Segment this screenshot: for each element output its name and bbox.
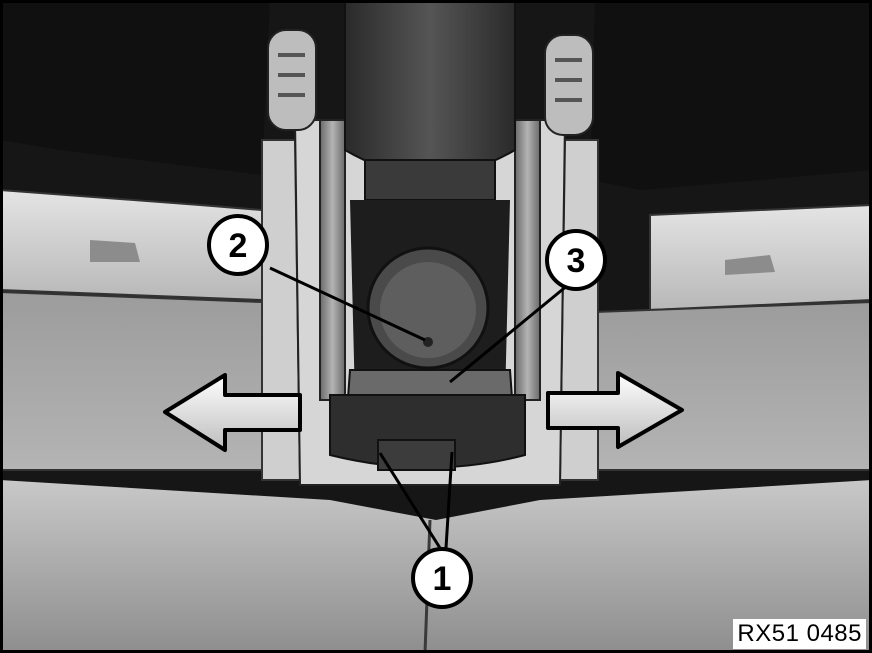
callout-2: 2: [207, 214, 269, 276]
arrow-left-icon: [163, 373, 302, 452]
callout-label-1: 1: [433, 560, 452, 598]
callout-label-2: 2: [229, 227, 248, 265]
round-cover-cap-inner: [380, 262, 476, 358]
leader-line-1a: [378, 452, 442, 549]
right-trim-notch: [725, 255, 775, 275]
console-inner-right-wall: [514, 119, 541, 401]
callout-1: 1: [411, 547, 473, 609]
leader-line-3: [449, 283, 569, 384]
callout-label-3: 3: [567, 242, 586, 280]
cap-center-screw: [423, 337, 433, 347]
seat-post-neck: [364, 159, 496, 201]
seat-post-body: [344, 0, 516, 176]
left-adjuster-knob: [267, 29, 317, 131]
bracket-clip: [377, 439, 456, 471]
console-inner-left-wall: [319, 119, 346, 401]
leader-line-2: [269, 266, 426, 342]
figure-reference-code: RX51 0485: [733, 619, 866, 649]
arrow-right-icon: [546, 371, 684, 449]
left-trim-notch: [90, 240, 140, 262]
callout-3: 3: [545, 229, 607, 291]
left-seat-cushion: [0, 0, 270, 175]
right-seat-cushion: [590, 0, 872, 190]
right-adjuster-knob: [544, 34, 594, 136]
leader-lines: [269, 266, 569, 549]
leader-line-1b: [444, 451, 454, 549]
